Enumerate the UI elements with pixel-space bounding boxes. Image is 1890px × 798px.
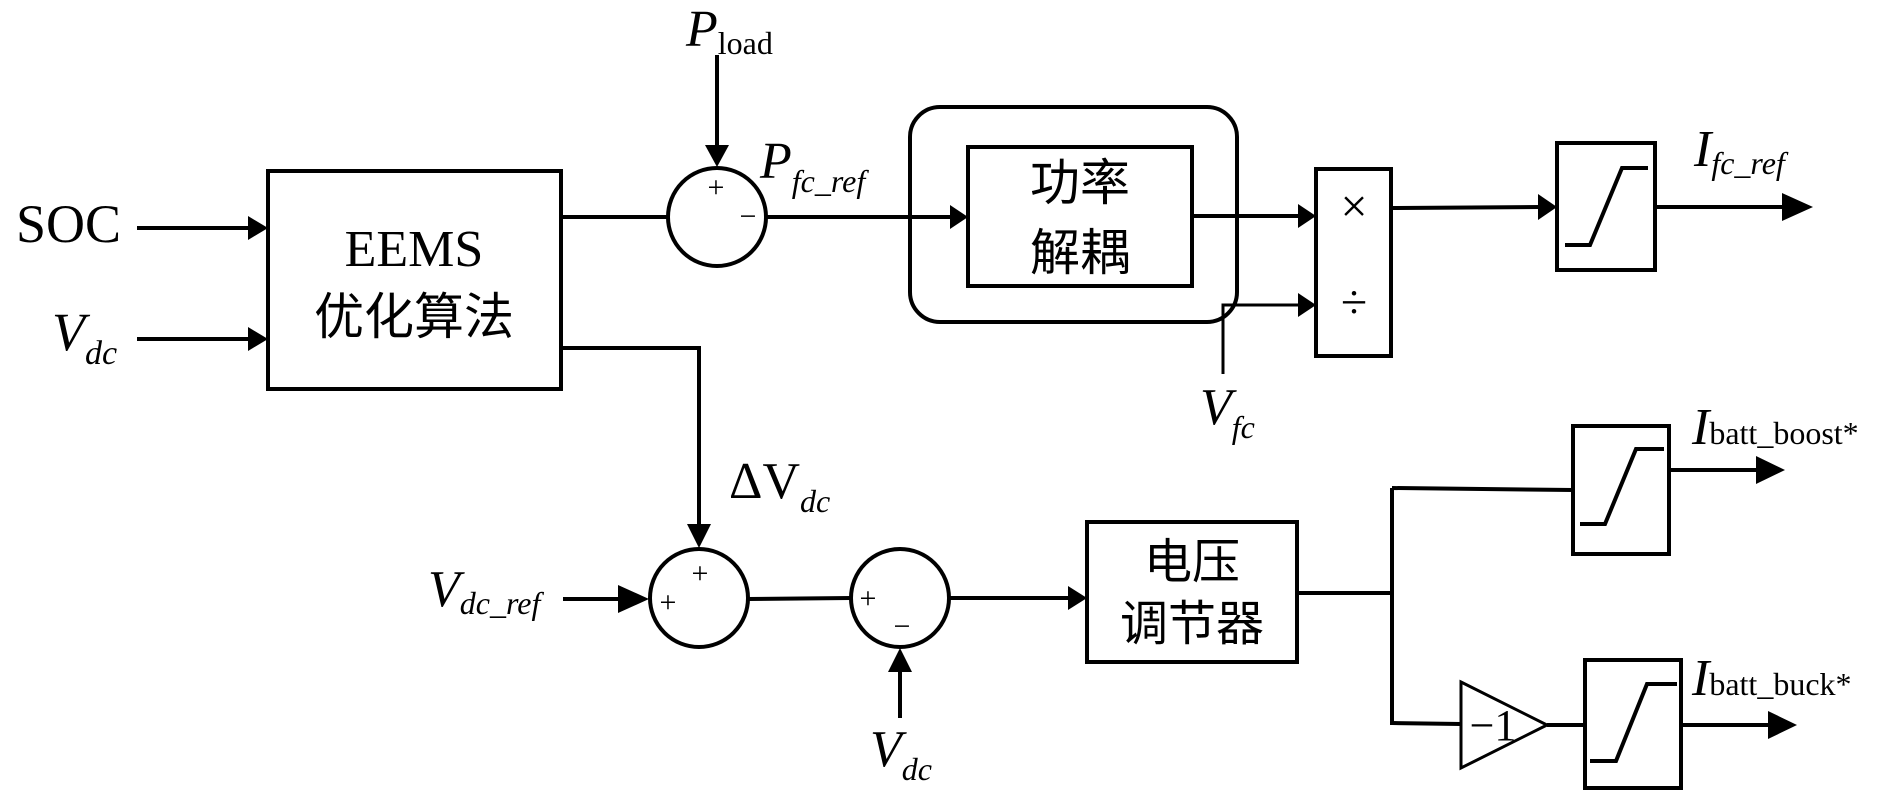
sum1-minus-sign: − (740, 200, 757, 233)
vdc-input-label: Vdc (52, 302, 117, 372)
decouple-label-line2: 解耦 (1030, 225, 1130, 281)
vdc-ref-label: Vdc_ref (428, 561, 544, 621)
eems-to-sum2-line (561, 346, 701, 528)
boost-branch-line (1391, 486, 1574, 492)
mult-to-sat1-line (1390, 205, 1541, 210)
decouple-label-line1: 功率 (1030, 155, 1130, 211)
sum2-plus-top: + (692, 557, 709, 590)
boost-arrowhead (1756, 456, 1785, 484)
saturation-block-boost (1571, 424, 1671, 556)
sum2-top-arrowhead (687, 524, 711, 548)
ibatt-boost-label: Ibatt_boost* (1691, 399, 1859, 456)
vdc-arrowhead (248, 327, 268, 351)
decouple-input-arrowhead (950, 205, 968, 229)
buck-arrowhead (1768, 711, 1797, 739)
mult-input-arrowhead (1298, 204, 1316, 228)
regulator-input-arrowhead (1068, 586, 1087, 610)
regulator-label-line2: 调节器 (1120, 598, 1264, 651)
vdc-feedback-label: Vdc (870, 721, 932, 787)
buck-branch-line (1391, 721, 1462, 726)
pload-label: Pload (685, 1, 773, 61)
gain-block (1459, 679, 1551, 771)
eems-block (266, 169, 563, 391)
sum1-plus-sign: + (708, 171, 725, 204)
multiply-divide-block (1314, 167, 1393, 358)
saturation-curve-buck (1590, 682, 1677, 763)
delta-vdc-label: ΔVdc (729, 453, 830, 519)
sum3-minus-sign: − (894, 610, 911, 643)
sum2-plus-left: + (660, 586, 677, 619)
sum2-to-sum3-line (747, 596, 852, 601)
div-input-arrowhead (1298, 293, 1316, 317)
sat1-input-arrowhead (1538, 194, 1557, 220)
ifc-ref-label: Ifc_ref (1693, 121, 1789, 181)
regulator-label-line1: 电压 (1144, 536, 1240, 589)
sum3-plus-sign: + (860, 582, 877, 615)
gain-label: −1 (1470, 701, 1517, 750)
ifc-ref-arrowhead (1782, 193, 1813, 221)
eems-algorithm-label: 优化算法 (314, 289, 514, 345)
soc-label: SOC (16, 194, 121, 254)
multiply-symbol: × (1340, 180, 1367, 233)
vfc-label: Vfc (1200, 379, 1255, 445)
ibatt-buck-label: Ibatt_buck* (1691, 650, 1852, 707)
pload-arrowhead (705, 145, 729, 167)
soc-arrowhead (248, 216, 268, 240)
vfc-line (1221, 303, 1300, 374)
eems-label: EEMS (345, 221, 484, 278)
pfc-ref-label: Pfc_ref (759, 133, 869, 199)
vdc-ref-arrowhead (618, 585, 649, 613)
saturation-curve-fc (1565, 166, 1648, 247)
saturation-curve-boost (1580, 447, 1664, 526)
divide-symbol: ÷ (1341, 276, 1367, 329)
vdc-feedback-arrowhead (888, 648, 912, 672)
